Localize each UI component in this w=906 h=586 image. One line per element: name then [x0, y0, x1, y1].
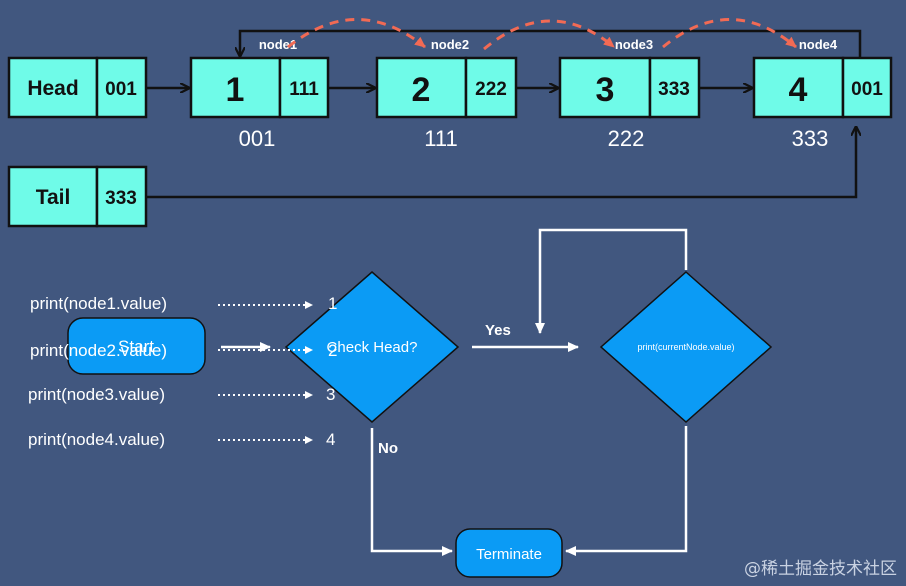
node-next-pointer: 111: [289, 79, 319, 100]
traverse-arrow-3: [662, 18, 797, 49]
print-output: 1: [328, 294, 337, 313]
tail-label: Tail: [36, 186, 71, 209]
node-address: 111: [424, 126, 457, 151]
print-decision: print(currentNode.value): [599, 270, 773, 424]
node-value: 3: [596, 71, 615, 109]
node-address: 222: [608, 126, 645, 151]
print-row-3: print(node3.value) 3: [28, 385, 335, 404]
node-value: 4: [789, 71, 808, 109]
node-address: 001: [239, 126, 276, 151]
node-name-label: node4: [799, 37, 838, 52]
watermark: @稀土掘金技术社区: [744, 559, 897, 579]
node-name-label: node2: [431, 37, 469, 52]
print-code: print(node4.value): [28, 430, 165, 449]
head-pointer: 001: [105, 79, 137, 100]
print-output: 3: [326, 385, 335, 404]
no-label: No: [378, 440, 398, 457]
tail-box: Tail 333: [7, 165, 148, 228]
print-code: print(node1.value): [30, 294, 167, 313]
tail-to-node4-arrow: [146, 127, 856, 199]
print-row-1: print(node1.value) 1: [30, 294, 337, 313]
traverse-arrow-2: [483, 19, 615, 51]
print-output: 4: [326, 430, 335, 449]
node-address: 333: [792, 126, 829, 151]
check-head-decision: Check Head?: [284, 271, 460, 423]
traverse-arrow-1: [287, 18, 426, 49]
node-next-pointer: 333: [658, 79, 690, 100]
node-4: 4 001 333 node4: [752, 37, 893, 151]
node4-to-node1-loop-arrow: [240, 29, 862, 58]
no-arrow: [370, 428, 453, 556]
terminate-label: Terminate: [476, 546, 542, 563]
loop-back-arrow: [535, 228, 688, 334]
start-label: Start: [118, 337, 154, 356]
yes-label: Yes: [485, 322, 511, 339]
head-label: Head: [27, 77, 78, 100]
print-current-label: print(currentNode.value): [637, 342, 734, 352]
head-box: Head 001: [7, 56, 148, 119]
print-row-4: print(node4.value) 4: [28, 430, 335, 449]
node-2: 2 222 111 node2: [375, 37, 518, 151]
node-name-label: node3: [615, 37, 653, 52]
node-next-pointer: 001: [851, 79, 883, 100]
tail-pointer: 333: [105, 188, 137, 209]
print-code: print(node2.value): [30, 341, 167, 360]
check-head-label: Check Head?: [327, 339, 418, 356]
node-value: 2: [412, 71, 431, 109]
print-code: print(node3.value): [28, 385, 165, 404]
print-output: 2: [328, 341, 337, 360]
start-shape: Start: [67, 317, 206, 375]
node-3: 3 333 222 node3: [558, 37, 701, 151]
terminate-shape: Terminate: [455, 528, 563, 578]
node-next-pointer: 222: [475, 79, 507, 100]
node-value: 1: [226, 71, 245, 109]
print-to-terminate-arrow: [565, 426, 688, 556]
print-row-2: print(node2.value) 2: [30, 341, 337, 360]
node-1: 1 111 001 node1: [189, 37, 330, 151]
node-name-label: node1: [259, 37, 297, 52]
